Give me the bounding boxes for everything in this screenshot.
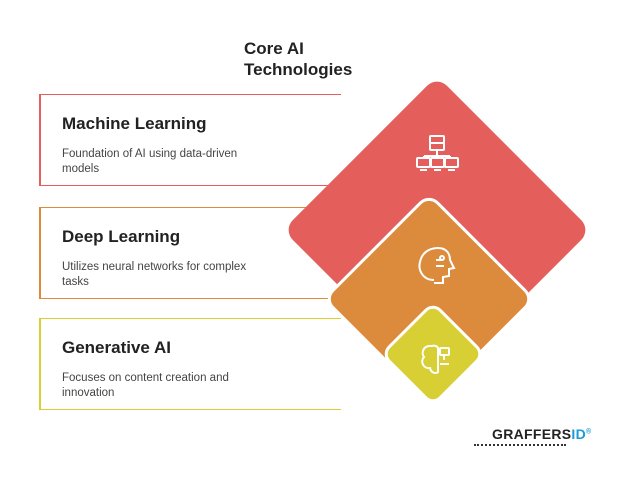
card-description: Utilizes neural networks for complex tas… [62,261,247,288]
card-heading: Machine Learning [62,114,207,133]
title-line-1: Core AI [244,39,304,58]
card-heading: Generative AI [62,338,171,357]
card-heading: Deep Learning [62,227,181,246]
ai-brain-icon [421,344,450,374]
logo-mark: ® [586,428,592,436]
logo-text: GRAFFERS [492,426,572,442]
card-machine-learning: Machine Learning Foundation of AI using … [39,94,341,186]
card-generative-ai: Generative AI Focuses on content creatio… [39,318,341,410]
head-circuit-icon [418,246,456,284]
title-line-2: Technologies [244,60,353,79]
card-deep-learning: Deep Learning Utilizes neural networks f… [39,207,341,299]
card-description: Focuses on content creation and innovati… [62,372,229,399]
network-computers-icon [416,135,459,171]
diamond-generative-ai [384,305,482,403]
graffersid-logo: GRAFFERSID® [492,426,591,442]
logo-underline [474,444,566,449]
logo-accent: ID [571,426,587,442]
diagram-title: Core AI Technologies [244,38,424,80]
card-description: Foundation of AI using data-driven model… [62,148,238,175]
